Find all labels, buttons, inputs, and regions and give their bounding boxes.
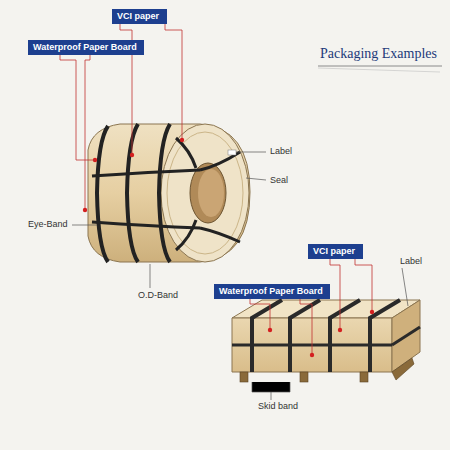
- material-tag: VCI paper: [308, 244, 363, 259]
- part-label: O.D-Band: [136, 290, 180, 301]
- part-label: Skid band: [256, 401, 300, 412]
- tag-text: VCI paper: [313, 246, 358, 257]
- part-label: Label: [268, 146, 294, 157]
- tag-text: Waterproof Paper Board: [33, 42, 139, 53]
- part-label: Eye-Band: [26, 219, 70, 230]
- material-tag: Waterproof Paper Board: [28, 40, 144, 55]
- part-label: Label: [398, 256, 424, 267]
- material-tag: Waterproof Paper Board: [214, 284, 330, 299]
- material-tag: VCI paper: [112, 9, 167, 24]
- part-label: Seal: [268, 175, 290, 186]
- tag-text: Waterproof Paper Board: [219, 286, 325, 297]
- diagram-title: Packaging Examples: [320, 46, 437, 62]
- tag-text: VCI paper: [117, 11, 162, 22]
